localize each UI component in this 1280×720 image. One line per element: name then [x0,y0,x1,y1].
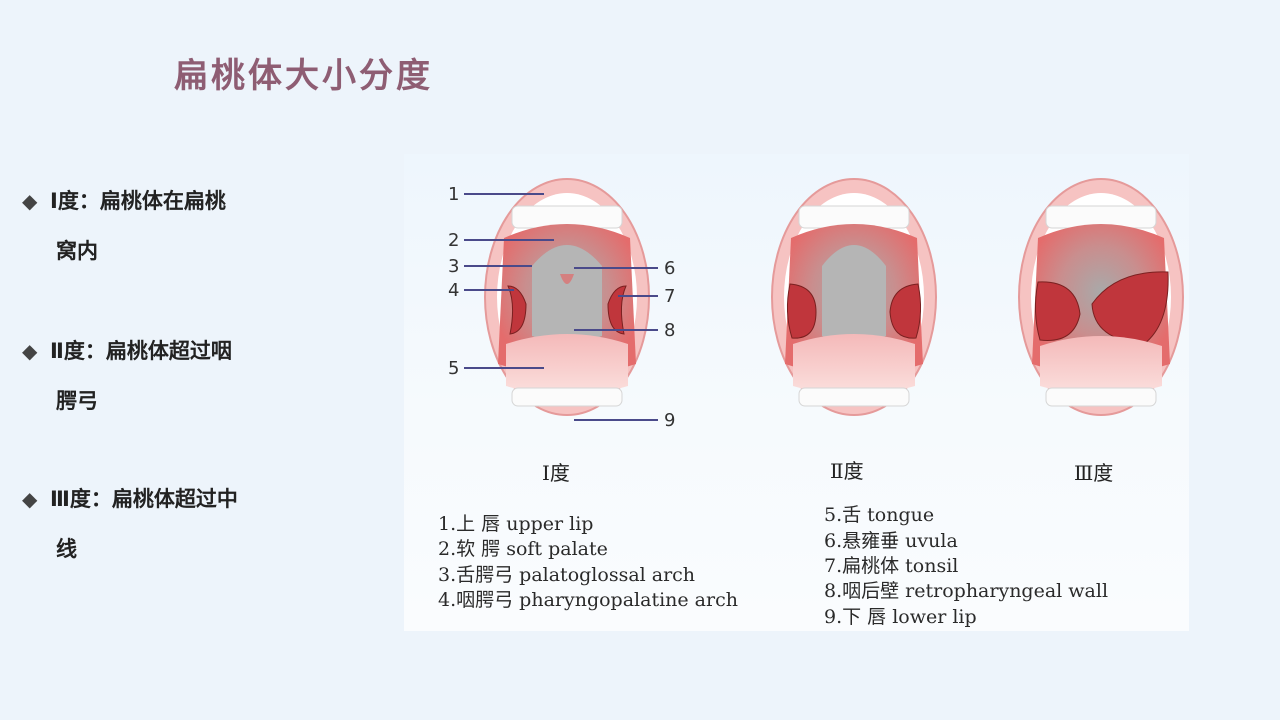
callout-2: 2 [448,230,459,251]
legend-item-1: 1.上 唇 upper lip [438,513,593,535]
tonsil-grading-figure: 1 2 3 4 5 6 7 8 9 [404,154,1189,631]
bullet-grade-1: ◆ Ⅰ度：扁桃体在扁桃 窝内 [22,176,362,276]
callout-7: 7 [664,286,675,307]
callout-5: 5 [448,358,459,379]
legend-item-5: 5.舌 tongue [824,504,934,526]
callout-3: 3 [448,256,459,277]
bullet-text: Ⅱ度：扁桃体超过咽 [50,339,232,363]
bullet-text: Ⅰ度：扁桃体在扁桃 [50,189,226,213]
bullet-text-continued: 腭弓 [56,389,98,413]
grade-label-2: Ⅱ度 [830,459,864,483]
grade-label-3: Ⅲ度 [1074,461,1113,485]
bullet-text: Ⅲ度：扁桃体超过中 [50,487,238,511]
bullet-grade-2: ◆ Ⅱ度：扁桃体超过咽 腭弓 [22,326,362,426]
callout-4: 4 [448,280,459,301]
mouth-grade-1: 1 2 3 4 5 6 7 8 9 [448,178,675,431]
callout-9: 9 [664,410,675,431]
diamond-bullet-icon: ◆ [22,487,38,511]
legend-item-6: 6.悬雍垂 uvula [824,530,958,552]
mouth-grade-3 [1018,178,1184,416]
diamond-bullet-icon: ◆ [22,189,38,213]
diamond-bullet-icon: ◆ [22,339,38,363]
legend-item-9: 9.下 唇 lower lip [824,606,977,628]
bullet-text-continued: 线 [56,537,77,561]
grade-label-1: Ⅰ度 [542,461,570,485]
legend-item-4: 4.咽腭弓 pharyngopalatine arch [438,589,738,611]
bullet-grade-3: ◆ Ⅲ度：扁桃体超过中 线 [22,474,362,574]
legend-item-3: 3.舌腭弓 palatoglossal arch [438,564,695,586]
legend-item-2: 2.软 腭 soft palate [438,538,608,560]
legend-item-8: 8.咽后壁 retropharyngeal wall [824,580,1108,602]
callout-1: 1 [448,184,459,205]
callout-6: 6 [664,258,675,279]
bullet-text-continued: 窝内 [56,239,98,263]
callout-8: 8 [664,320,675,341]
mouth-grade-2 [771,178,937,416]
legend-item-7: 7.扁桃体 tonsil [824,555,958,577]
slide-title: 扁桃体大小分度 [174,56,433,96]
